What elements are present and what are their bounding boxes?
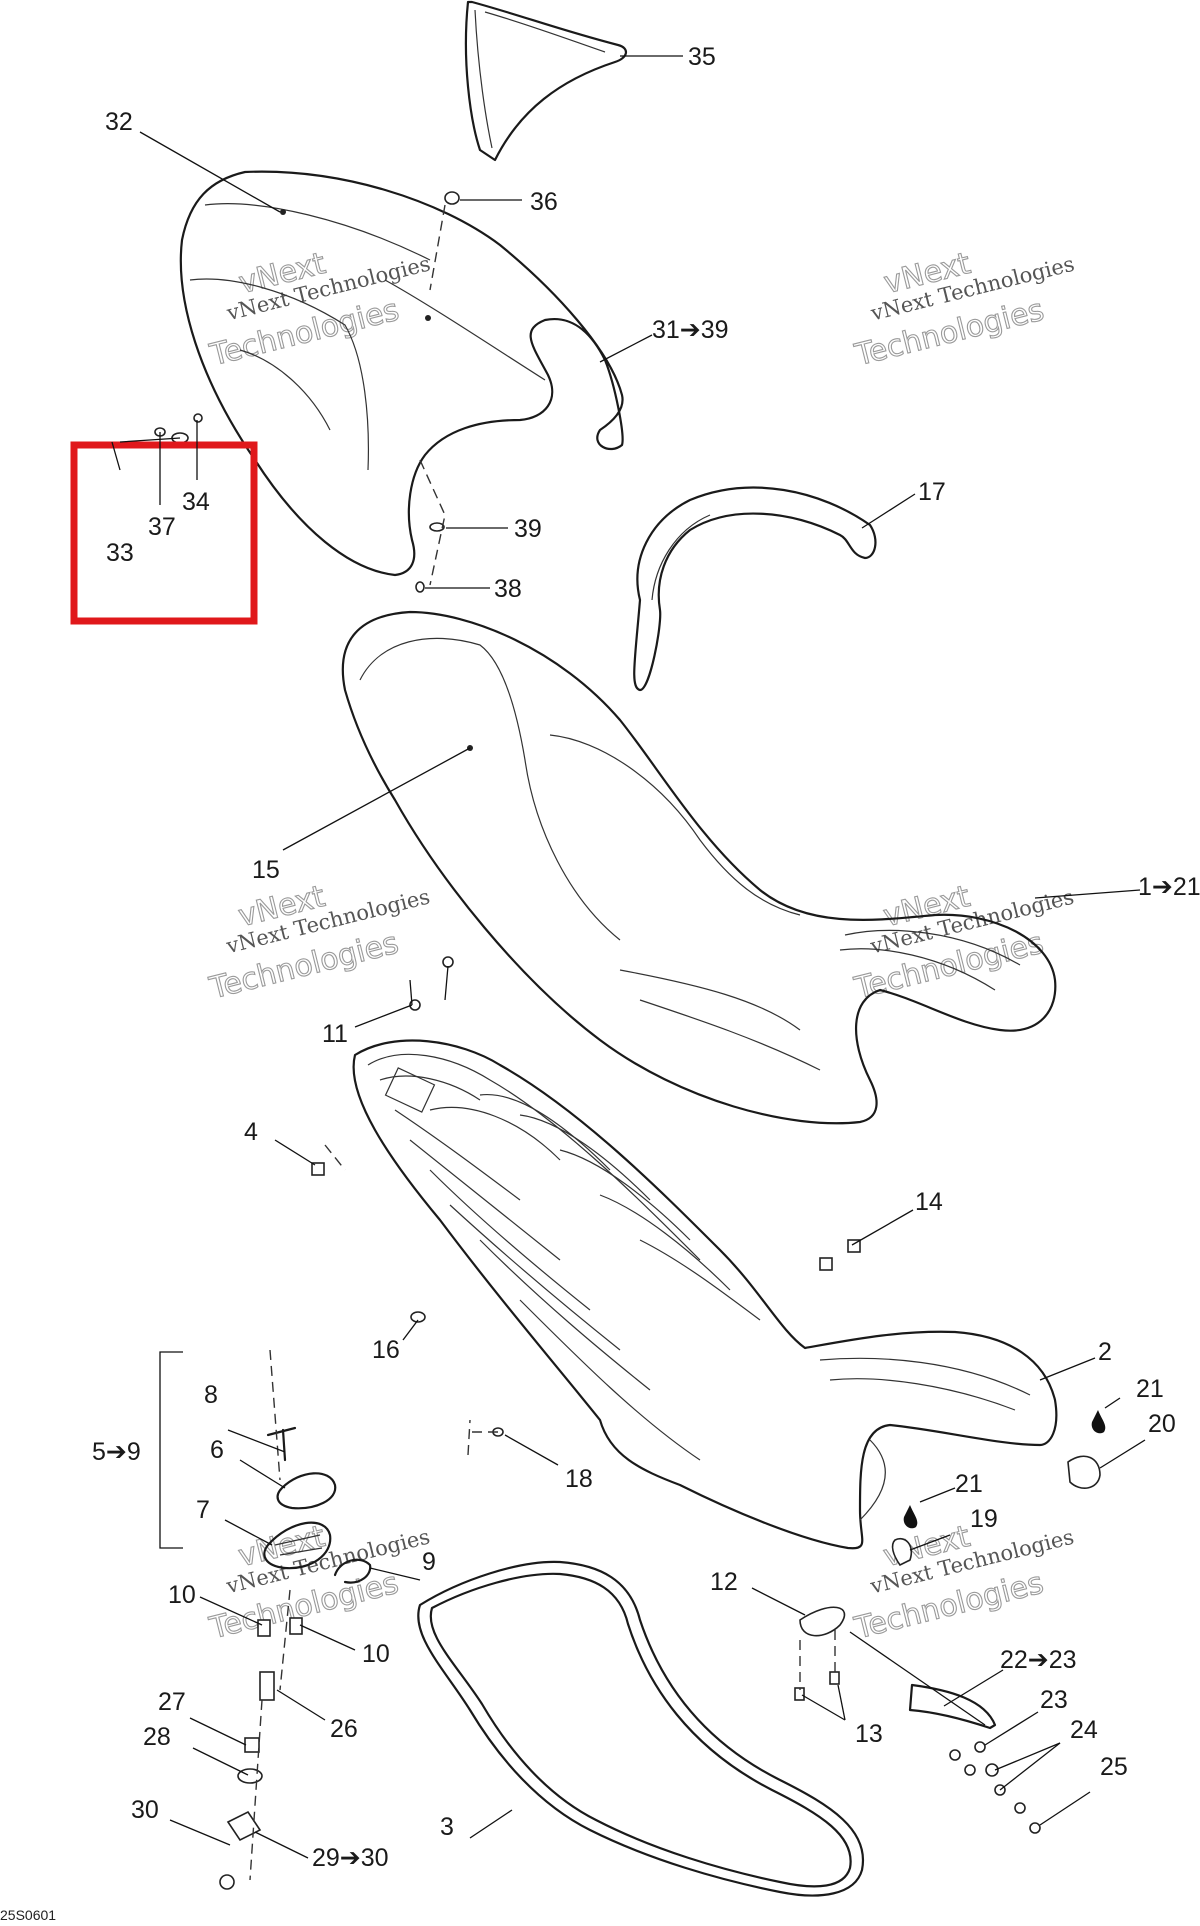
part-24-washer	[985, 1763, 999, 1777]
callout-33: 33	[106, 539, 134, 567]
part-15-seat-cover	[341, 610, 1057, 1125]
callout-13: 13	[855, 1720, 883, 1748]
part-14-nut	[819, 1257, 833, 1271]
watermark-top-left: vNext vNext Technologies Technologies	[206, 245, 433, 374]
callout-15: 15	[252, 856, 280, 884]
part-26-post	[259, 1671, 275, 1701]
part-29-nut	[219, 1874, 235, 1890]
part-30-cap	[226, 1810, 262, 1842]
part-3-seal	[417, 1560, 865, 1897]
part-7-latch	[263, 1521, 332, 1570]
callout-38: 38	[494, 575, 522, 603]
part-28-washer	[237, 1768, 263, 1784]
callout-28: 28	[143, 1723, 171, 1751]
callout-7: 7	[196, 1496, 210, 1524]
callout-29-30: 29➔30	[312, 1844, 389, 1872]
callout-3: 3	[440, 1813, 454, 1841]
callout-2: 2	[1098, 1338, 1112, 1366]
callout-14: 14	[915, 1188, 943, 1216]
callout-39: 39	[514, 515, 542, 543]
watermark-top-right: vNext vNext Technologies Technologies	[851, 245, 1077, 374]
callout-6: 6	[210, 1436, 224, 1464]
part-34-clip	[193, 413, 203, 423]
callout-34: 34	[182, 488, 210, 516]
callout-16: 16	[372, 1336, 400, 1364]
callout-21-upper: 21	[1136, 1375, 1164, 1403]
part-16-grommet	[410, 1311, 426, 1323]
figure-code: 25S0601	[0, 1907, 56, 1923]
part-19-clip	[891, 1538, 913, 1567]
part-10-bolt	[257, 1619, 271, 1637]
part-6-latch-plate	[276, 1472, 337, 1510]
callout-24: 24	[1070, 1716, 1098, 1744]
part-38-screw	[415, 581, 425, 593]
callout-21-lower: 21	[955, 1470, 983, 1498]
part-9-cable	[333, 1558, 372, 1584]
callout-labels: 35 32 36 31➔39 17 34 37 33 39 38 15 1➔21…	[92, 43, 1200, 1872]
callout-23: 23	[1040, 1686, 1068, 1714]
part-39-washer	[429, 522, 445, 532]
callout-10-left: 10	[168, 1581, 196, 1609]
callout-22-23: 22➔23	[1000, 1646, 1077, 1674]
highlight-box	[70, 441, 258, 625]
callout-27: 27	[158, 1688, 186, 1716]
watermark-middle-left: vNext vNext Technologies Technologies	[205, 878, 432, 1007]
callout-17: 17	[918, 478, 946, 506]
latch-assembly	[219, 1349, 372, 1890]
callout-36: 36	[530, 188, 558, 216]
part-35-grab-handle	[464, 0, 627, 162]
callout-26: 26	[330, 1715, 358, 1743]
part-17-strap	[633, 486, 877, 692]
callout-20: 20	[1148, 1410, 1176, 1438]
watermark-bottom-right: vNext vNext Technologies Technologies	[850, 1518, 1076, 1647]
part-36-grommet	[444, 191, 460, 205]
callout-32: 32	[105, 108, 133, 136]
callout-19: 19	[970, 1505, 998, 1533]
watermark-bottom-left: vNext vNext Technologies Technologies	[205, 1518, 432, 1647]
callout-30-left: 30	[131, 1796, 159, 1824]
callout-12: 12	[710, 1568, 738, 1596]
part-20-bumper	[1067, 1455, 1101, 1489]
part-32-rear-seat-cover	[179, 170, 624, 577]
part-23-screw	[974, 1741, 986, 1753]
callout-31-39: 31➔39	[652, 316, 729, 344]
callout-35: 35	[688, 43, 716, 71]
part-4-nut	[311, 1162, 325, 1176]
leader-lines	[111, 55, 1146, 1859]
callout-4: 4	[244, 1118, 258, 1146]
callout-10-right: 10	[362, 1640, 390, 1668]
part-12-bracket	[799, 1606, 846, 1637]
part-8-pin	[266, 1426, 297, 1462]
callout-1-21: 1➔21	[1138, 873, 1200, 901]
callout-5-9: 5➔9	[92, 1438, 141, 1466]
callout-8: 8	[204, 1381, 218, 1409]
part-22-bracket	[908, 1683, 997, 1730]
callout-9: 9	[422, 1548, 436, 1576]
callout-25: 25	[1100, 1753, 1128, 1781]
callout-37: 37	[148, 513, 176, 541]
callout-11: 11	[322, 1020, 348, 1048]
part-25-nut	[1014, 1802, 1026, 1814]
bracket-5-9	[159, 1351, 183, 1549]
part-21-loctite	[1091, 1410, 1106, 1434]
callout-18: 18	[565, 1465, 593, 1493]
part-27-nut	[244, 1737, 260, 1753]
part-2-seat-base	[352, 1039, 1058, 1550]
part-11-insert	[409, 999, 421, 1011]
